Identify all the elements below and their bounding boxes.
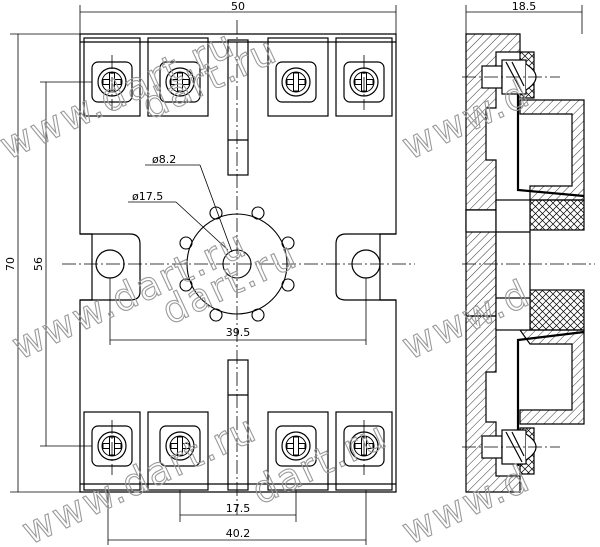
dim-width-overall: 50 bbox=[231, 0, 245, 13]
pin-hole bbox=[251, 206, 265, 220]
front-view bbox=[79, 33, 397, 493]
pin-hole bbox=[281, 278, 295, 292]
dim-height-terminals: 56 bbox=[32, 257, 45, 271]
dimension-labels: 50 18.5 70 56 ø8.2 ø17.5 39.5 17.5 40.2 bbox=[4, 0, 536, 540]
dimension-lines bbox=[10, 5, 583, 545]
center-lines bbox=[62, 20, 415, 515]
pin-hole bbox=[251, 308, 265, 322]
pin-hole bbox=[281, 236, 295, 250]
dim-mount-hole-spacing: 39.5 bbox=[226, 326, 251, 339]
pin-hole bbox=[209, 206, 223, 220]
side-center-lines bbox=[462, 76, 595, 448]
dim-height-overall: 70 bbox=[4, 257, 17, 271]
left-mount-ear bbox=[80, 233, 141, 301]
dim-hole-diameter: ø8.2 bbox=[152, 153, 176, 166]
right-mount-ear bbox=[335, 233, 396, 301]
dim-terminal-spacing-outer: 40.2 bbox=[226, 527, 251, 540]
top-key-slot bbox=[227, 39, 249, 176]
pin-hole bbox=[209, 308, 223, 322]
pin-hole bbox=[179, 236, 193, 250]
dim-pitch-circle-diameter: ø17.5 bbox=[132, 190, 163, 203]
bottom-key-slot bbox=[227, 359, 249, 491]
dim-terminal-spacing-inner: 17.5 bbox=[226, 502, 251, 515]
pin-hole bbox=[179, 278, 193, 292]
dim-side-width: 18.5 bbox=[512, 0, 537, 13]
